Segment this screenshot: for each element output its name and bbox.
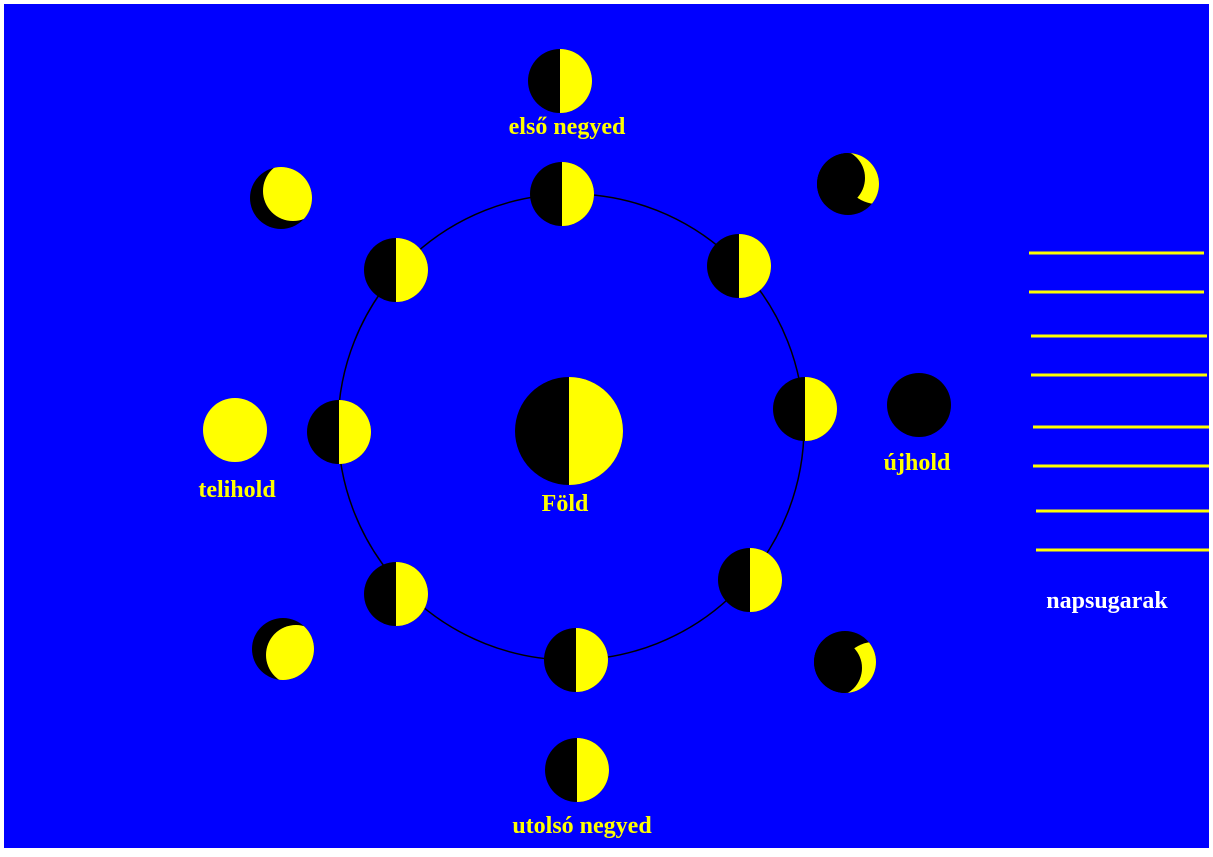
orbit-moon-bottom-left: [364, 562, 428, 626]
phase-first-quarter: [528, 49, 592, 113]
phase-last-quarter: [545, 738, 609, 802]
earth: [515, 377, 623, 485]
full-moon-label: telihold: [198, 477, 276, 503]
new-moon-label: újhold: [884, 450, 951, 476]
phase-new-moon: [887, 373, 951, 437]
orbit-moon-bottom-right: [718, 548, 782, 612]
sun-rays-label: napsugarak: [1046, 588, 1168, 614]
first-quarter-label: első negyed: [509, 114, 626, 140]
orbit-moon-left: [307, 400, 371, 464]
earth-label: Föld: [542, 491, 589, 517]
orbit-moon-bottom: [544, 628, 608, 692]
orbit-moon-top-right: [707, 234, 771, 298]
phase-full-moon: [203, 398, 267, 462]
orbit-moon-right: [773, 377, 837, 441]
orbit-moon-top: [530, 162, 594, 226]
last-quarter-label: utolsó negyed: [512, 813, 652, 839]
orbit-moon-top-left: [364, 238, 428, 302]
